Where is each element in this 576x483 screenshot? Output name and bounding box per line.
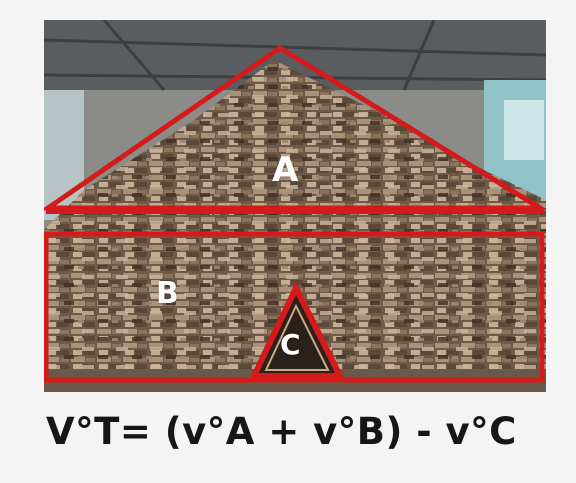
- triangle-a-outline: [44, 45, 546, 211]
- triangle-c-inner: [264, 303, 330, 371]
- triangle-c: [249, 281, 345, 379]
- woodpile-photo: A B C: [44, 20, 546, 392]
- window: [504, 100, 544, 160]
- woodpile-texture: [44, 60, 546, 392]
- label-b: B: [156, 276, 179, 311]
- volume-formula: V°T= (v°A + v°B) - v°C: [46, 410, 517, 453]
- label-c: C: [280, 328, 301, 361]
- label-a: A: [272, 150, 299, 190]
- woodpile-scene: [44, 20, 546, 392]
- rectangle-b-outline: [44, 231, 545, 383]
